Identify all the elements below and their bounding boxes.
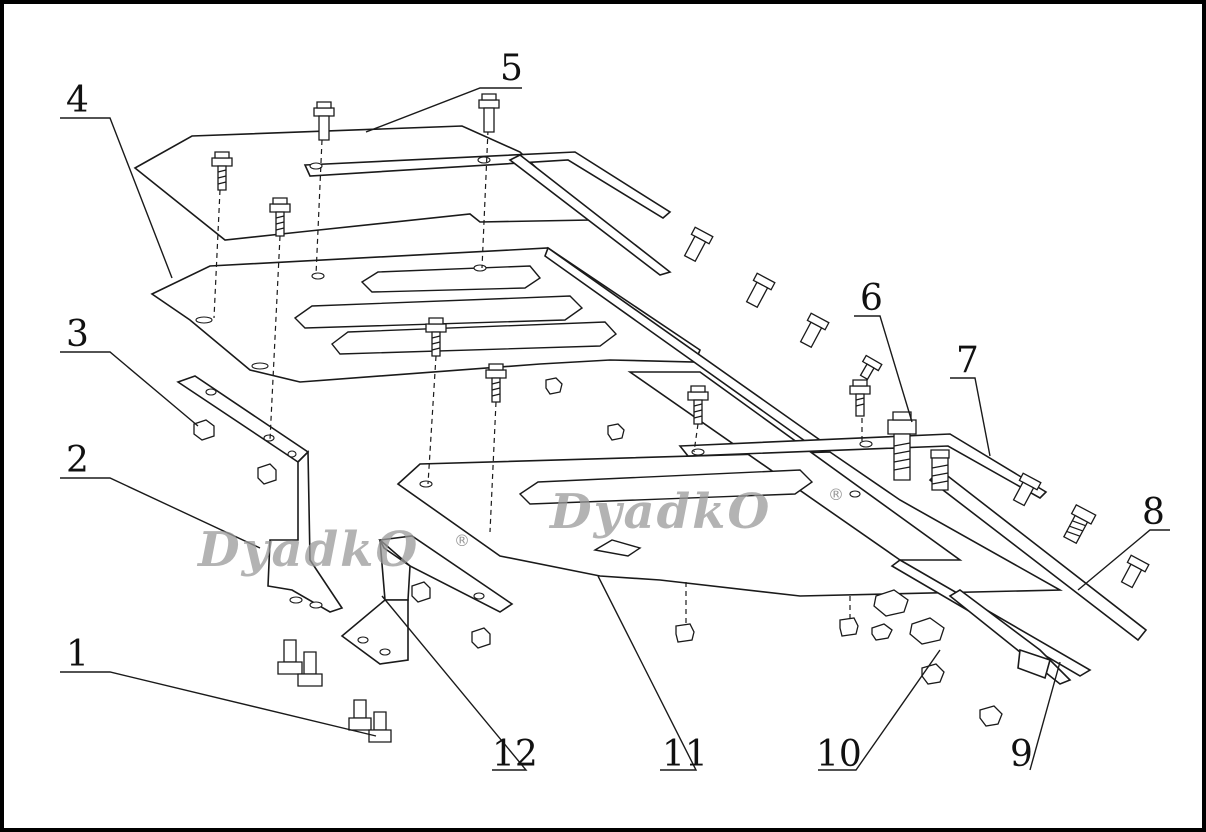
callout-8: 8: [1142, 492, 1165, 533]
nut: [257, 463, 277, 485]
part-6-stud-bolt: [930, 449, 950, 491]
nut: [921, 663, 945, 685]
bolt: [745, 272, 776, 309]
part-6-stud-bolt: [887, 411, 917, 481]
bolt: [687, 385, 709, 425]
callout-3: 3: [66, 314, 89, 355]
part-1-bottom-bolt: [297, 651, 323, 687]
part-10-flange-nut: [909, 617, 945, 645]
callout-10: 10: [816, 734, 862, 775]
callout-11: 11: [662, 734, 708, 775]
bolt: [849, 379, 871, 417]
part-1-bottom-bolt: [348, 699, 372, 731]
part-4-upper-plate: [150, 246, 822, 447]
bolt: [485, 363, 507, 403]
bolt: [478, 93, 500, 133]
nuts: [193, 377, 1003, 727]
part-1-bottom-bolt: [368, 711, 392, 743]
part-11-lower-plate: [396, 371, 1063, 597]
callout-1: 1: [66, 634, 89, 675]
watermark-registered-mark: ®: [828, 485, 844, 504]
part-9-right-bracket: [948, 589, 1072, 685]
bolt: [425, 317, 447, 357]
part-10-flange-nut: [873, 589, 909, 617]
callout-12: 12: [492, 734, 538, 775]
nut: [471, 627, 491, 649]
bolt: [683, 226, 714, 263]
nut: [979, 705, 1003, 727]
callout-labels: 1 2 3 4 5 6 7 8 9 10 11 12: [66, 48, 1165, 775]
fastener-axis-lines: [213, 129, 863, 626]
part-5-top-plate: [133, 125, 672, 276]
watermark-left: DyadkO ®: [196, 522, 470, 578]
callout-7: 7: [956, 340, 979, 381]
callout-2: 2: [66, 440, 89, 481]
nut: [839, 617, 859, 637]
bolt: [313, 101, 335, 141]
part-1-bottom-bolt: [277, 639, 303, 675]
watermark-text: DyadkO: [196, 522, 419, 578]
flange-bolts: [211, 93, 1150, 743]
part-7-right-rail: [678, 433, 1048, 499]
callout-5: 5: [500, 48, 523, 89]
nut: [607, 423, 625, 441]
callout-6: 6: [860, 278, 883, 319]
part-12-centre-bracket: [340, 535, 514, 665]
watermark-registered-mark: ®: [454, 531, 470, 550]
callout-9: 9: [1010, 734, 1033, 775]
bolt: [1012, 472, 1042, 507]
bolt: [799, 312, 830, 349]
nut: [871, 623, 893, 641]
nut: [545, 377, 563, 395]
bolt: [269, 197, 291, 237]
nut: [411, 581, 431, 603]
callout-4: 4: [66, 80, 89, 121]
watermark-centre: DyadkO ®: [548, 484, 844, 540]
bolt: [1120, 554, 1150, 589]
nut: [675, 623, 695, 643]
watermark-text: DyadkO: [548, 484, 771, 540]
bolt: [859, 354, 883, 381]
leader-lines: [60, 87, 1170, 771]
nut: [193, 419, 215, 441]
bolt: [1062, 503, 1097, 545]
bolt: [211, 151, 233, 191]
part-3-left-bracket: [176, 375, 344, 613]
